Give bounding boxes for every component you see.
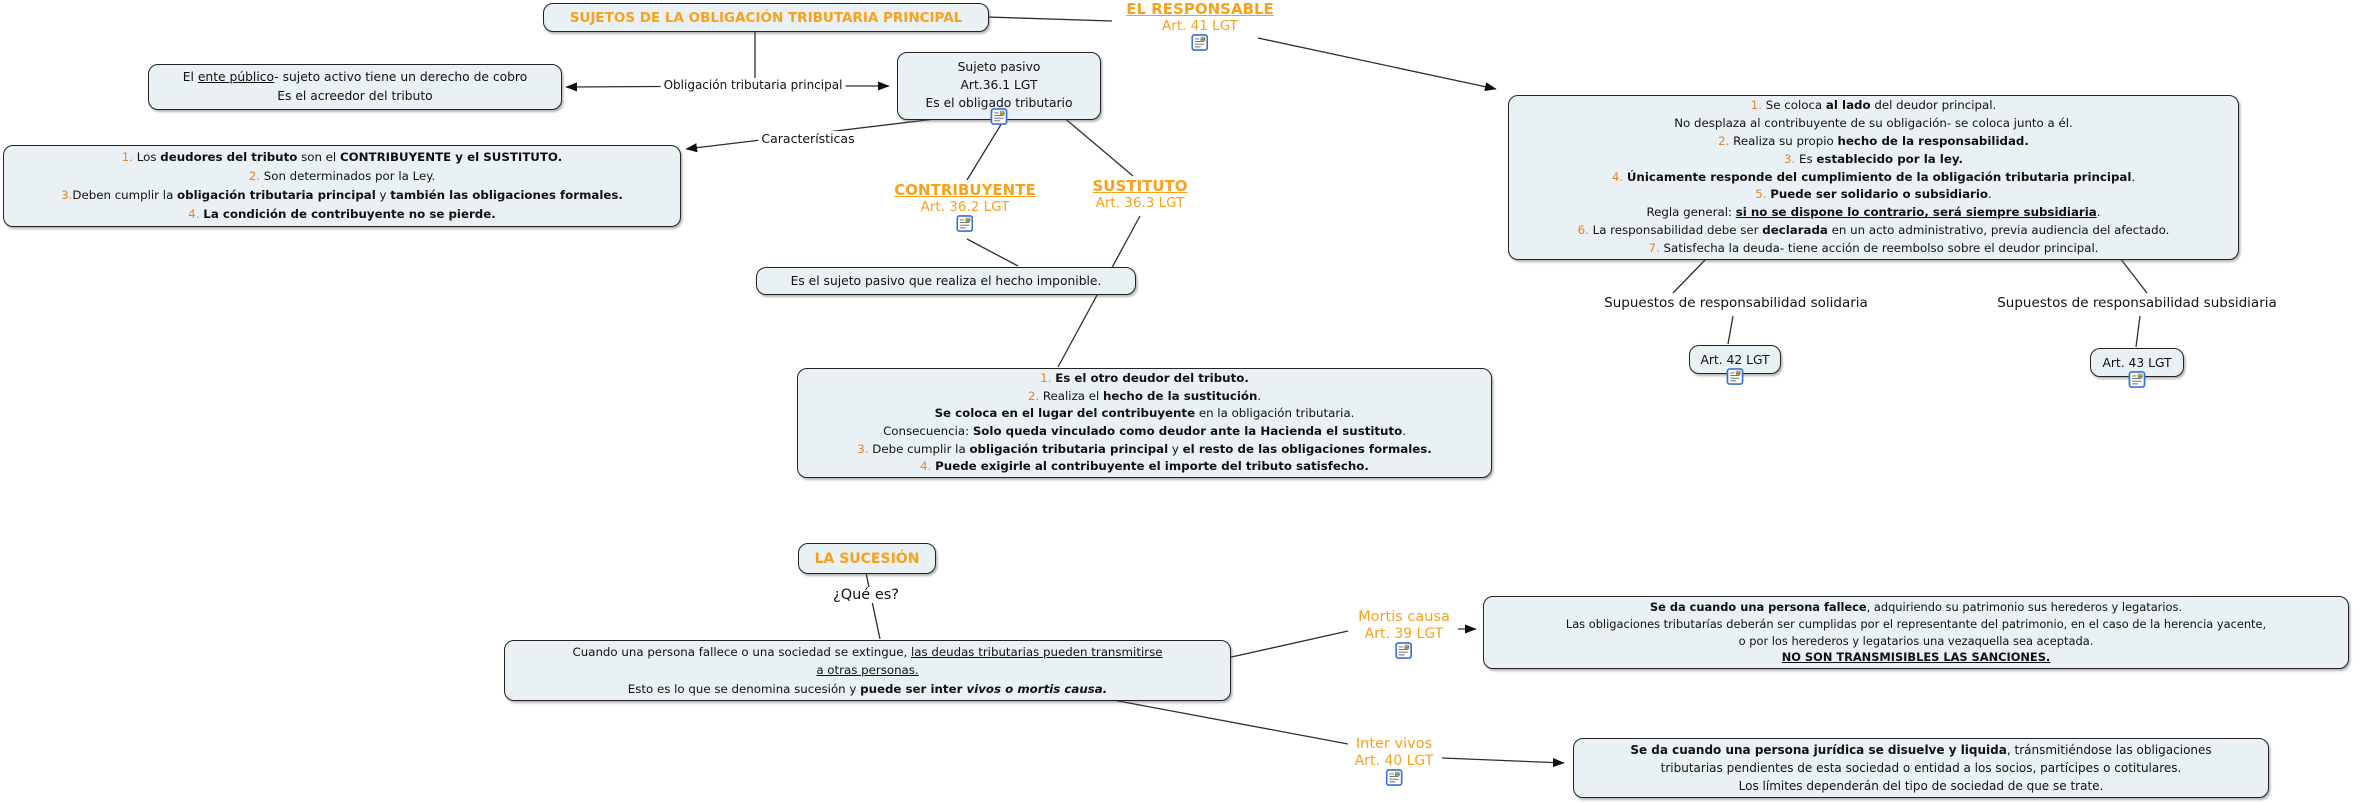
node-definicion-sucesion[interactable]: Cuando una persona fallece o una socieda…	[504, 640, 1231, 701]
titulo-text: SUJETOS DE LA OBLIGACIÓN TRIBUTARIA PRIN…	[569, 9, 963, 26]
label-supuestos-responsabilidad-subsidiaria[interactable]: Supuestos de responsabilidad subsidiaria	[1994, 295, 2280, 311]
node-detalle-mortis-causa[interactable]: Se da cuando una persona fallece, adquir…	[1483, 596, 2349, 669]
resource-note-icon[interactable]	[1385, 769, 1402, 786]
node-hecho-imponible[interactable]: Es el sujeto pasivo que realiza el hecho…	[756, 267, 1136, 295]
mortis-causa-articulo: Art. 39 LGT	[1364, 626, 1444, 642]
sustituto-articulo: Art. 36.3 LGT	[1095, 195, 1185, 211]
node-sustituto[interactable]: SUSTITUTO Art. 36.3 LGT	[1092, 177, 1188, 212]
label-supuestos-responsabilidad-solidaria[interactable]: Supuestos de responsabilidad solidaria	[1601, 295, 1871, 311]
resource-note-icon[interactable]	[957, 215, 974, 232]
mortis-causa-title: Mortis causa	[1358, 609, 1450, 625]
node-art-43-lgt[interactable]: Art. 43 LGT	[2090, 348, 2184, 377]
node-contribuyente[interactable]: CONTRIBUYENTE Art. 36.2 LGT	[894, 181, 1036, 236]
node-el-responsable[interactable]: EL RESPONSABLE Art. 41 LGT	[1126, 1, 1274, 55]
node-detalle-responsable[interactable]: 1. Se coloca al lado del deudor principa…	[1508, 95, 2239, 260]
art43-text: Art. 43 LGT	[2102, 355, 2172, 370]
contribuyente-articulo: Art. 36.2 LGT	[920, 199, 1010, 215]
node-inter-vivos[interactable]: Inter vivos Art. 40 LGT	[1354, 736, 1434, 790]
node-ente-publico[interactable]: El ente público- sujeto activo tiene un …	[148, 64, 562, 110]
linking-phrase-obligacion-tributaria-principal[interactable]: Obligación tributaria principal	[660, 78, 846, 92]
el-responsable-articulo: Art. 41 LGT	[1162, 18, 1238, 34]
node-la-sucesion[interactable]: LA SUCESIÓN	[798, 543, 936, 574]
inter-vivos-articulo: Art. 40 LGT	[1354, 753, 1434, 769]
node-detalle-inter-vivos[interactable]: Se da cuando una persona jurídica se dis…	[1573, 738, 2269, 798]
resource-note-icon[interactable]	[1191, 34, 1208, 51]
node-caracteristicas-sujeto-pasivo[interactable]: 1. Los deudores del tributo son el CONTR…	[3, 145, 681, 227]
node-art-42-lgt[interactable]: Art. 42 LGT	[1689, 345, 1781, 374]
sustituto-title: SUSTITUTO	[1092, 177, 1188, 195]
linking-phrase-caracteristicas[interactable]: Características	[758, 131, 858, 146]
sucesion-text: LA SUCESIÓN	[814, 550, 920, 567]
node-detalle-sustituto[interactable]: 1. Es el otro deudor del tributo.2. Real…	[797, 368, 1492, 478]
resource-note-icon[interactable]	[991, 108, 1008, 125]
el-responsable-title: EL RESPONSABLE	[1126, 0, 1274, 18]
resource-note-icon[interactable]	[1396, 642, 1413, 659]
resource-note-icon[interactable]	[1727, 368, 1744, 385]
node-mortis-causa[interactable]: Mortis causa Art. 39 LGT	[1358, 609, 1450, 663]
resource-note-icon[interactable]	[2129, 371, 2146, 388]
art42-text: Art. 42 LGT	[1700, 352, 1770, 367]
contribuyente-title: CONTRIBUYENTE	[894, 181, 1036, 199]
linking-phrase-que-es[interactable]: ¿Qué es?	[829, 587, 903, 603]
inter-vivos-title: Inter vivos	[1355, 736, 1433, 752]
node-titulo-sujetos[interactable]: SUJETOS DE LA OBLIGACIÓN TRIBUTARIA PRIN…	[543, 3, 989, 32]
